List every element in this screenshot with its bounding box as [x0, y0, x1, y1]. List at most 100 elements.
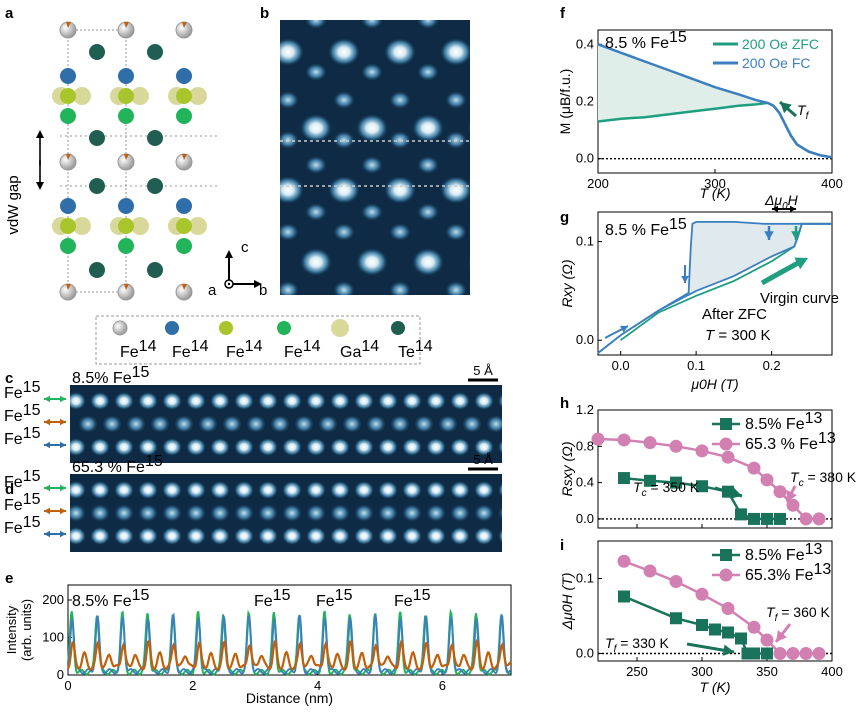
atom-column	[361, 63, 383, 81]
atom-column	[162, 481, 182, 499]
atom-column	[114, 527, 134, 545]
panel-label-e: e	[5, 570, 13, 587]
virgin-arrow-head	[794, 257, 808, 270]
atom-column	[305, 63, 327, 81]
panel-label-d: d	[5, 481, 14, 498]
atom-column	[244, 114, 276, 142]
legend-swatch-femid	[219, 321, 233, 335]
panel-label-c: c	[5, 370, 13, 387]
atom-column	[417, 20, 439, 29]
fe-bot-atom	[118, 108, 134, 124]
data-marker-circle	[760, 633, 774, 647]
atom-column	[445, 91, 467, 109]
data-marker-square	[748, 647, 760, 660]
x-tick-label: 0.2	[763, 358, 781, 373]
fe-mid-atom	[60, 218, 76, 234]
tc-label-65p3: Tc = 380 K	[790, 469, 857, 489]
atom-column	[300, 248, 332, 276]
atom-column	[210, 392, 230, 410]
plot-frame	[597, 409, 833, 529]
atom-column	[90, 438, 110, 456]
middle: Fe14	[284, 338, 321, 361]
x-axis-label: T (K)	[699, 679, 730, 695]
data-marker-square	[618, 472, 630, 485]
y-tick-label: 0.8	[576, 438, 594, 453]
tf-arrow-8p5-head	[722, 644, 734, 656]
tc-label-8p5: Tc = 350 K	[633, 479, 700, 499]
legend-swatch-square	[720, 549, 732, 561]
atom-column	[114, 481, 134, 499]
atom-column	[498, 482, 502, 498]
series-line-down	[597, 221, 832, 354]
data-marker-square	[735, 632, 747, 645]
atom-column	[390, 415, 410, 433]
fe-int-occupancy	[182, 154, 187, 160]
atom-column	[282, 527, 302, 545]
middle: Fe14	[120, 338, 157, 361]
y-axis-label: Rxy (Ω)	[559, 260, 575, 308]
fe-mid-atom	[118, 88, 134, 104]
fe-top-atom	[118, 68, 134, 84]
atom-column	[234, 392, 254, 410]
svg-text:8.5% Fe13: 8.5% Fe13	[745, 541, 822, 564]
svg-text:8.5 % Fe15: 8.5 % Fe15	[605, 29, 687, 52]
atom-column	[417, 203, 439, 221]
atom-column	[138, 504, 158, 522]
middle: Fe14	[226, 338, 263, 361]
atom-column	[356, 248, 388, 276]
atom-column	[280, 176, 304, 204]
atom-column	[186, 504, 206, 522]
y-tick-label: 0.4	[576, 36, 594, 51]
hysteresis-fill	[688, 221, 832, 295]
atom-column	[354, 392, 374, 410]
x-tick-label: 2	[189, 678, 196, 693]
ga-atom	[73, 87, 91, 105]
panel-label-i: i	[560, 537, 564, 554]
atom-column	[330, 438, 350, 456]
atom-column	[354, 527, 374, 545]
atom-column	[138, 392, 158, 410]
atom-column	[210, 504, 230, 522]
fe-int-occupancy	[124, 154, 129, 160]
atom-column	[78, 415, 98, 433]
atom-column	[328, 38, 360, 66]
legend-swatch-feint	[112, 320, 128, 336]
atom-column	[280, 281, 299, 295]
data-marker-circle	[669, 439, 683, 453]
atom-column	[258, 481, 278, 499]
atom-column	[361, 20, 383, 29]
after-zfc-label: After ZFC	[702, 306, 767, 323]
atom-column	[330, 527, 350, 545]
atom-column	[450, 504, 470, 522]
svg-text:Fe15: Fe15	[4, 514, 41, 537]
atom-column	[306, 504, 326, 522]
fe-top-atom	[118, 198, 134, 214]
fe-bot-atom	[60, 238, 76, 254]
panel-label-g: g	[560, 209, 569, 226]
te-atom	[89, 262, 105, 278]
atom-column	[438, 415, 458, 433]
atom-column	[473, 11, 495, 29]
atom-column	[126, 415, 146, 433]
y-tick-label: 200	[42, 592, 64, 607]
atom-column	[246, 415, 266, 433]
atom-column	[162, 392, 182, 410]
data-marker-square	[696, 480, 708, 493]
x-tick-label: 350	[756, 664, 778, 679]
atom-column	[70, 504, 86, 522]
atom-column	[174, 415, 194, 433]
stem-image	[244, 11, 495, 295]
atom-column	[378, 504, 398, 522]
atom-column	[402, 481, 422, 499]
virgin-arrow	[760, 259, 802, 286]
fe-mid-atom	[176, 88, 192, 104]
atom-column	[498, 505, 502, 521]
y-tick-label: 0.0	[576, 332, 594, 347]
data-marker-circle	[786, 498, 800, 512]
atom-column	[474, 504, 494, 522]
atom-column	[234, 481, 254, 499]
atom-column	[210, 527, 230, 545]
atom-column	[445, 131, 467, 149]
atom-column	[402, 392, 422, 410]
